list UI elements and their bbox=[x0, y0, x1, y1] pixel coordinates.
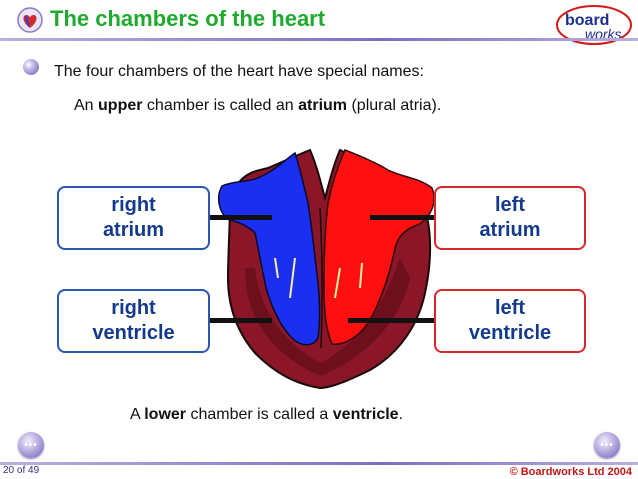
page-number: 20 of 49 bbox=[3, 465, 40, 476]
intro-text: The four chambers of the heart have spec… bbox=[54, 63, 424, 80]
footer-divider bbox=[0, 462, 638, 465]
header-divider bbox=[0, 38, 638, 41]
copyright-text: © Boardworks Ltd 2004 bbox=[509, 466, 632, 478]
right-ventricle-label: right ventricle bbox=[57, 289, 210, 353]
bullet-icon bbox=[23, 59, 39, 75]
page-title: The chambers of the heart bbox=[50, 6, 326, 31]
next-button[interactable]: ••• bbox=[594, 432, 620, 458]
lower-chamber-text: A lower chamber is called a ventricle. bbox=[130, 406, 404, 423]
svg-text:board: board bbox=[565, 12, 609, 29]
left-ventricle-label: left ventricle bbox=[434, 289, 586, 353]
heart-logo-icon bbox=[17, 7, 43, 33]
upper-chamber-text: An upper chamber is called an atrium (pl… bbox=[74, 97, 442, 114]
right-atrium-label: right atrium bbox=[57, 186, 210, 250]
left-atrium-pointer bbox=[370, 215, 434, 220]
ellipsis-prev-icon: ••• bbox=[24, 439, 38, 451]
right-ventricle-pointer bbox=[210, 318, 272, 323]
left-ventricle-pointer bbox=[348, 318, 434, 323]
heart-diagram bbox=[200, 148, 450, 393]
previous-button[interactable]: ••• bbox=[18, 432, 44, 458]
right-atrium-pointer bbox=[210, 215, 272, 220]
left-atrium-label: left atrium bbox=[434, 186, 586, 250]
boardworks-logo: board works bbox=[555, 4, 633, 46]
ellipsis-next-icon: ••• bbox=[600, 439, 614, 451]
